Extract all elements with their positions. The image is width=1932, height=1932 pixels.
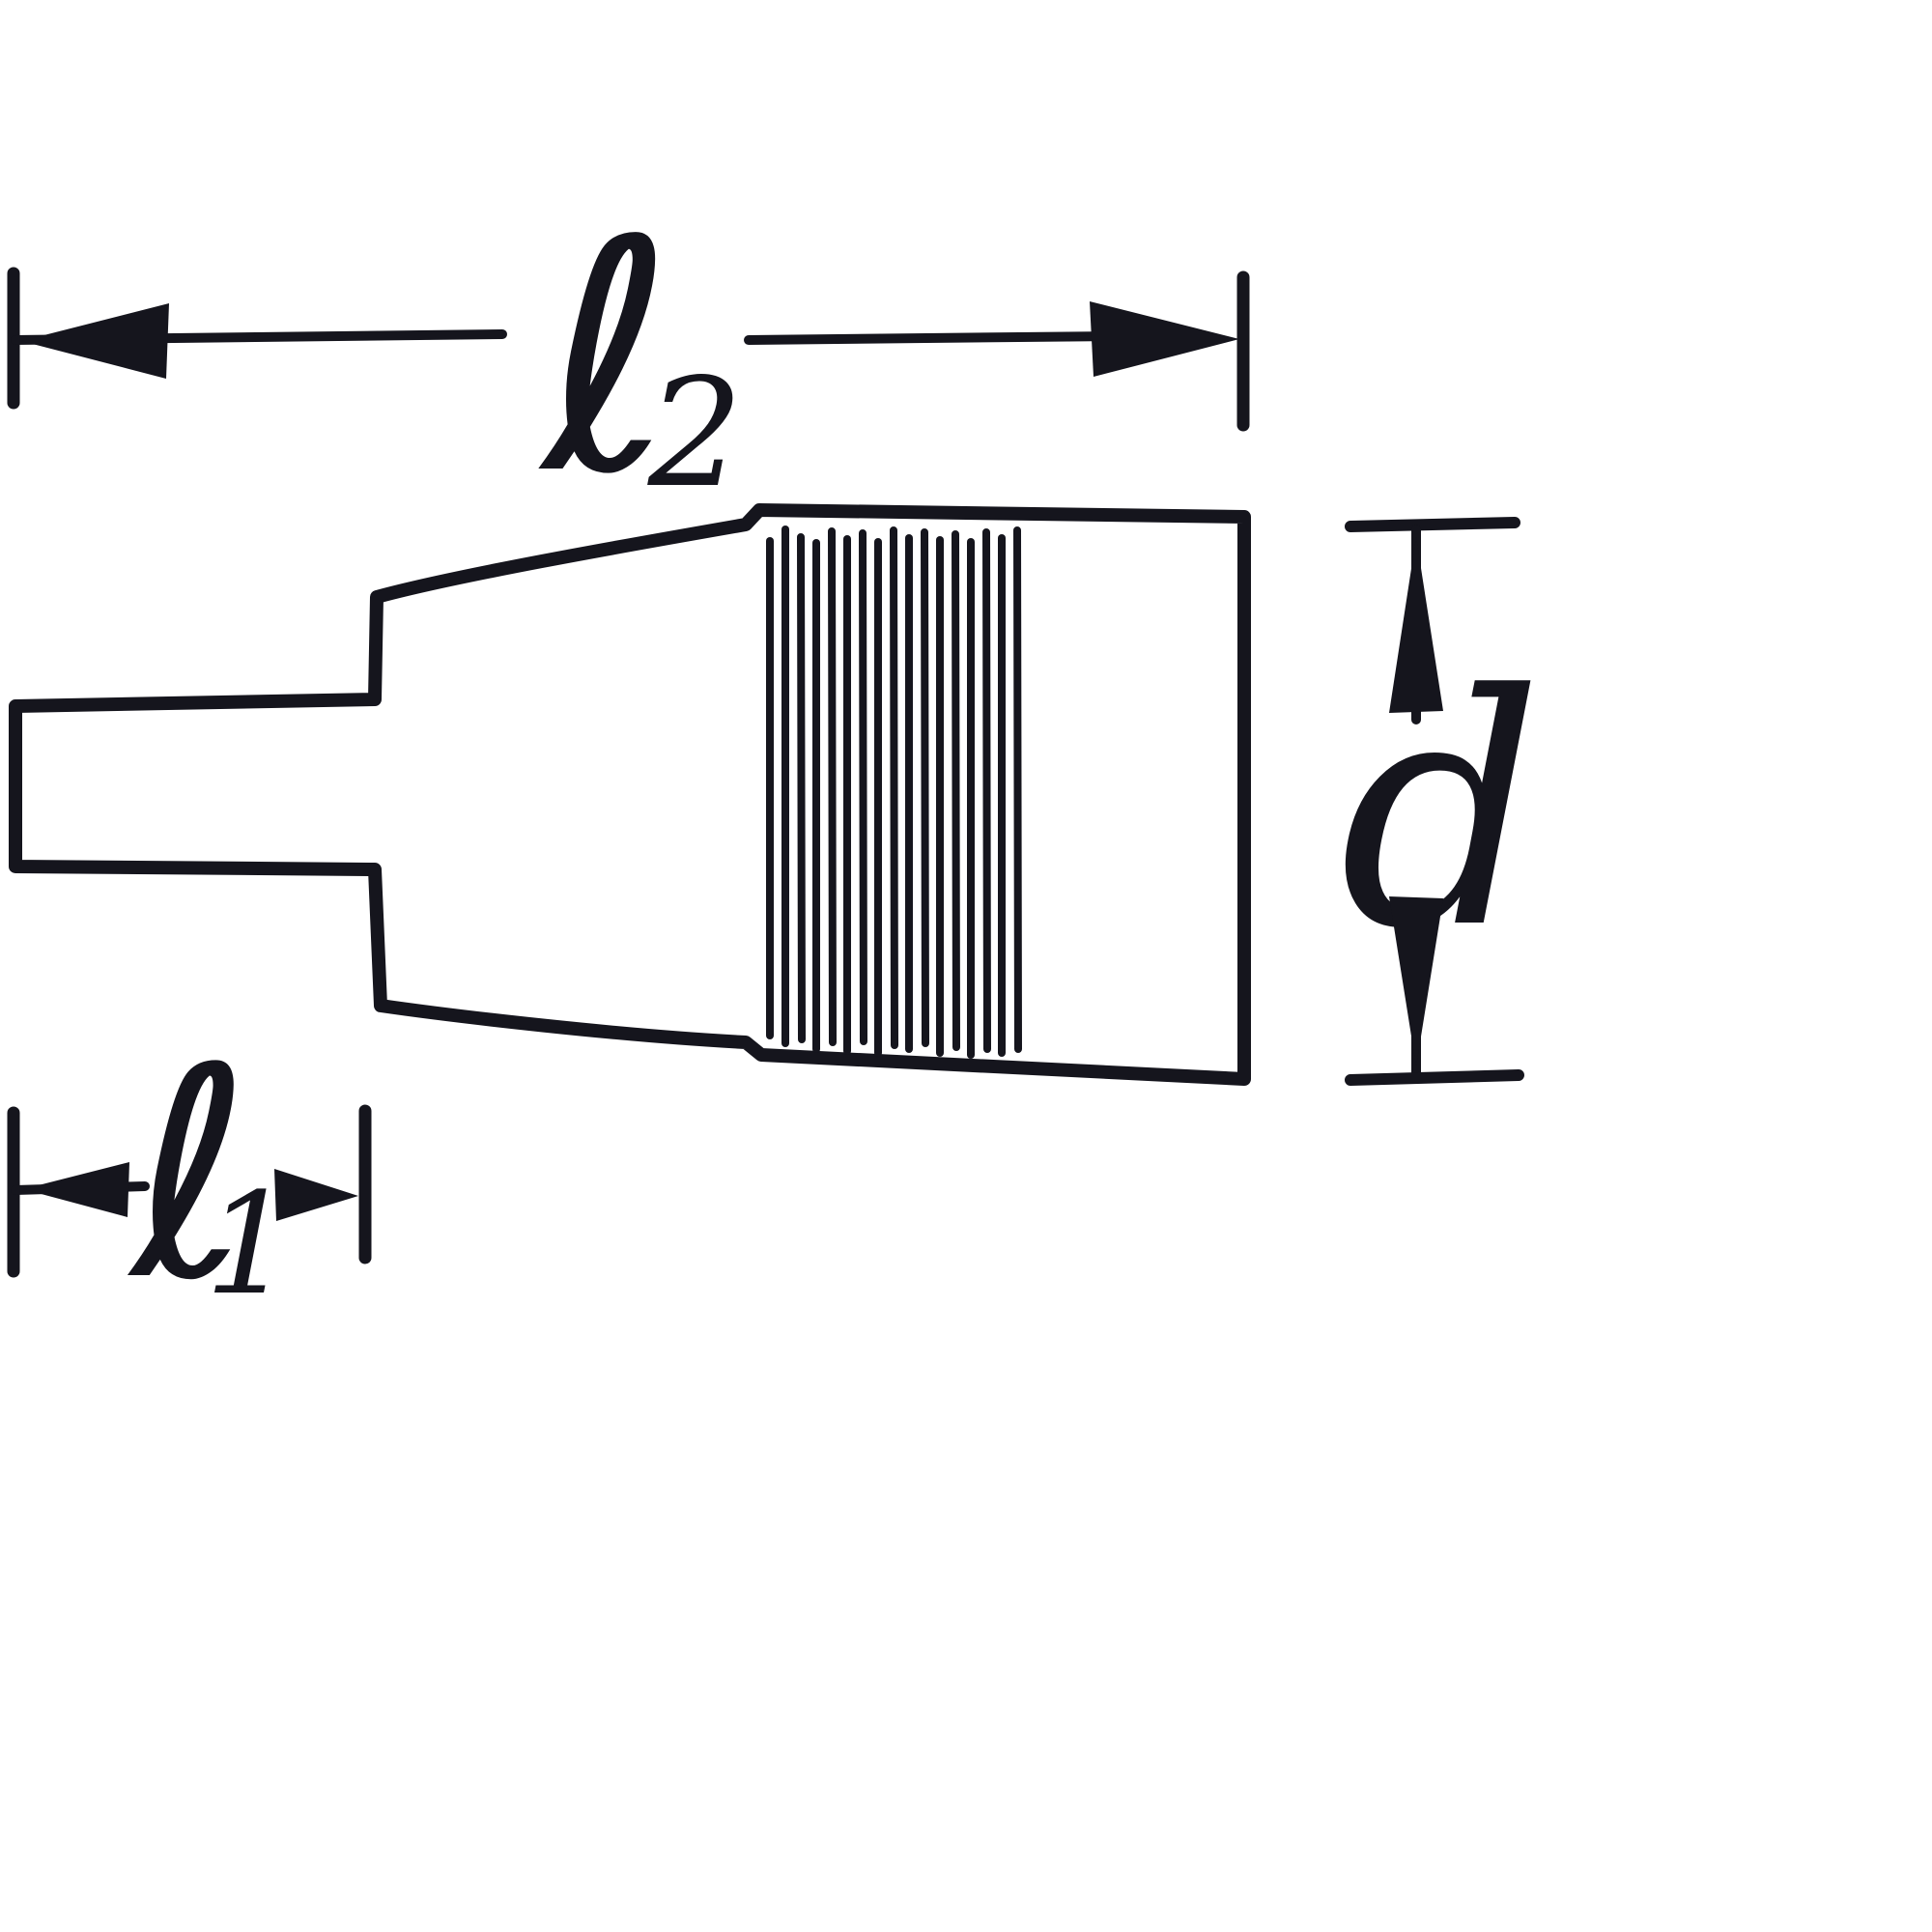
- d-top-extension-tick: [1345, 517, 1520, 532]
- tool-outline: [9, 503, 1251, 1086]
- d-arrowhead-down-icon: [1389, 896, 1443, 1066]
- l2-arrowhead-right-icon: [1090, 301, 1239, 377]
- d-arrowhead-up-icon: [1389, 537, 1443, 713]
- l2-label: ℓ: [538, 173, 674, 544]
- dimension-d: d: [1339, 517, 1544, 1086]
- l1-arrowhead-left-icon: [23, 1162, 129, 1217]
- dimension-l1: ℓ 1: [7, 1007, 372, 1344]
- l1-label: ℓ: [127, 1007, 251, 1344]
- l2-arrowhead-left-icon: [21, 303, 169, 379]
- d-bottom-extension-tick: [1345, 1069, 1524, 1086]
- dimension-l2: ℓ 2: [7, 173, 1250, 544]
- l2-label-subscript: 2: [647, 346, 744, 521]
- l1-arrowhead-right-icon: [274, 1169, 358, 1221]
- l2-line-right-segment: [744, 331, 1116, 345]
- d-label: d: [1339, 627, 1543, 998]
- knurl-lines: [766, 526, 1022, 1059]
- socket-bit-profile: [9, 503, 1251, 1086]
